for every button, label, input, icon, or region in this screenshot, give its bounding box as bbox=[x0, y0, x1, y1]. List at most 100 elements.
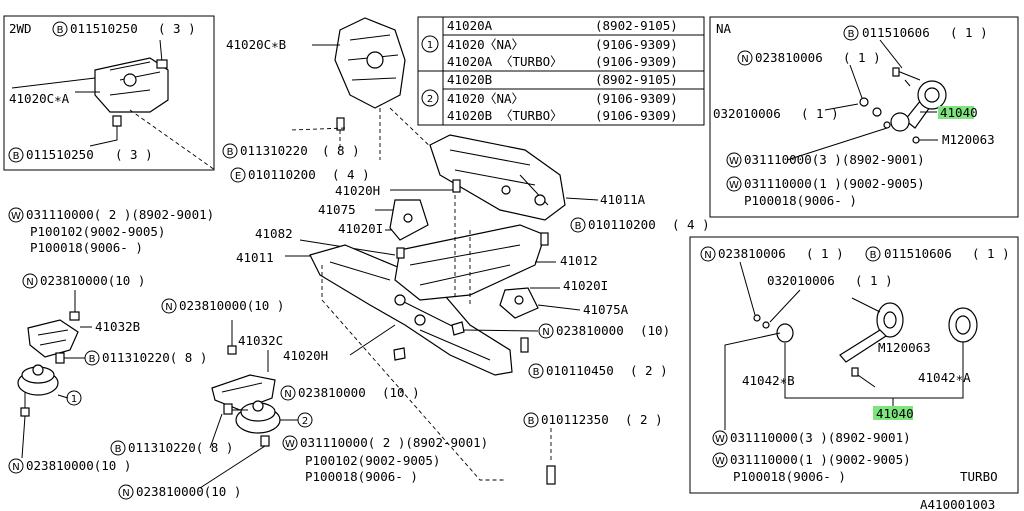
box-na-title: NA bbox=[716, 21, 732, 36]
svg-text:41020: 41020 bbox=[447, 91, 485, 106]
na-washer-code: 032010006 bbox=[713, 106, 781, 121]
left-w-mid: 031110000( 2 )(8902-9001) bbox=[300, 435, 488, 450]
label-41075: 41075 bbox=[318, 202, 356, 217]
box-turbo: N 023810006 ( 1 ) B 011510606 ( 1 ) 0320… bbox=[689, 236, 1019, 494]
left-41032B: 41032B bbox=[95, 319, 140, 334]
svg-text:B: B bbox=[533, 367, 540, 378]
svg-text:N: N bbox=[12, 462, 19, 473]
label-41082: 41082 bbox=[255, 226, 293, 241]
svg-text:〈TURBO〉: 〈TURBO〉 bbox=[500, 108, 563, 123]
turbo-washer-code: 032010006 bbox=[767, 273, 835, 288]
left-n-mid2: 023810000(10 ) bbox=[136, 484, 241, 499]
turbo-n-qty: ( 1 ) bbox=[806, 246, 844, 261]
label-b-010112350: 010112350 bbox=[541, 412, 609, 427]
svg-text:N: N bbox=[741, 54, 748, 65]
na-w1: 031110000(3 )(8902-9001) bbox=[744, 152, 925, 167]
label-b-010110200-right: 010110200 bbox=[588, 217, 656, 232]
figure-ref: A410001003 bbox=[920, 497, 995, 511]
svg-text:N: N bbox=[165, 302, 172, 313]
svg-text:〈TURBO〉: 〈TURBO〉 bbox=[500, 54, 563, 69]
svg-text:(8902-9105): (8902-9105) bbox=[595, 72, 678, 87]
label-41020C-B: 41020C∗B bbox=[226, 37, 286, 52]
label-b-011310220: 011310220 bbox=[240, 143, 308, 158]
turbo-tag: TURBO bbox=[960, 469, 998, 484]
turbo-b-qty: ( 1 ) bbox=[972, 246, 1010, 261]
svg-text:41020A: 41020A bbox=[447, 54, 493, 69]
left-p3: P100102(9002-9005) bbox=[305, 453, 440, 468]
label-n-center-qty: (10 ) bbox=[382, 385, 420, 400]
box-2wd: 2WD B 011510250 ( 3 ) 41020C∗A B 0115102… bbox=[3, 15, 216, 171]
na-washer-qty: ( 1 ) bbox=[801, 106, 839, 121]
svg-text:(8902-9105): (8902-9105) bbox=[595, 18, 678, 33]
left-mounts: W 031110000( 2 )(8902-9001) P100102(9002… bbox=[8, 207, 488, 500]
turbo-highlight-part: 41040 bbox=[876, 406, 914, 421]
svg-text:W: W bbox=[729, 156, 739, 167]
label-41075A: 41075A bbox=[583, 302, 629, 317]
na-p: P100018(9006- ) bbox=[744, 193, 857, 208]
label-b-010110450: 010110450 bbox=[546, 363, 614, 378]
left-n-top: 023810000(10 ) bbox=[40, 273, 145, 288]
na-b-code: 011510606 bbox=[862, 25, 930, 40]
label-b-011310220-qty: ( 8 ) bbox=[322, 143, 360, 158]
variant-table: 1 2 41020A (8902-9105) 41020 〈NA〉 (9106-… bbox=[417, 16, 705, 126]
left-group2: 2 bbox=[302, 416, 308, 427]
na-w2: 031110000(1 )(9002-9005) bbox=[744, 176, 925, 191]
na-m-code: M120063 bbox=[942, 132, 995, 147]
box-2wd-title: 2WD bbox=[9, 21, 32, 36]
table-row: 41020A 〈TURBO〉 (9106-9309) bbox=[447, 54, 678, 69]
bolt2-code-2wd: 011510250 bbox=[26, 147, 94, 162]
svg-text:41020A: 41020A bbox=[447, 18, 493, 33]
left-p4: P100018(9006- ) bbox=[305, 469, 418, 484]
table-row: 41020 〈NA〉 (9106-9309) bbox=[447, 91, 678, 106]
table-row: 41020B (8902-9105) bbox=[447, 72, 678, 87]
label-41011: 41011 bbox=[236, 250, 274, 265]
turbo-b-code: 011510606 bbox=[884, 246, 952, 261]
part-41020C-A: 41020C∗A bbox=[9, 91, 70, 106]
svg-text:N: N bbox=[26, 277, 33, 288]
label-e-010110200-qty: ( 4 ) bbox=[332, 167, 370, 182]
svg-text:N: N bbox=[284, 389, 291, 400]
svg-text:B: B bbox=[89, 354, 96, 365]
label-b-010110200-right-qty: ( 4 ) bbox=[672, 217, 710, 232]
svg-text:B: B bbox=[575, 221, 582, 232]
left-b-mid: 011310220( 8 ) bbox=[128, 440, 233, 455]
label-e-010110200: 010110200 bbox=[248, 167, 316, 182]
label-n-right: 023810000 bbox=[556, 323, 624, 338]
turbo-n-code: 023810006 bbox=[718, 246, 786, 261]
label-n-center: 023810000 bbox=[298, 385, 366, 400]
left-group1: 1 bbox=[71, 394, 77, 405]
label-b-010110450-qty: ( 2 ) bbox=[630, 363, 668, 378]
na-n-qty: ( 1 ) bbox=[843, 50, 881, 65]
label-41011A: 41011A bbox=[600, 192, 646, 207]
turbo-w1: 031110000(3 )(8902-9001) bbox=[730, 430, 911, 445]
svg-text:E: E bbox=[235, 171, 241, 182]
label-b-010112350-qty: ( 2 ) bbox=[625, 412, 663, 427]
svg-text:(9106-9309): (9106-9309) bbox=[595, 91, 678, 106]
na-b-qty: ( 1 ) bbox=[950, 25, 988, 40]
svg-text:N: N bbox=[122, 488, 129, 499]
na-highlight bbox=[938, 106, 974, 119]
svg-text:〈NA〉: 〈NA〉 bbox=[484, 37, 524, 52]
turbo-w2: 031110000(1 )(9002-9005) bbox=[730, 452, 911, 467]
left-p1: P100102(9002-9005) bbox=[30, 224, 165, 239]
svg-text:W: W bbox=[715, 434, 725, 445]
svg-text:(9106-9309): (9106-9309) bbox=[595, 108, 678, 123]
label-41020H-top: 41020H bbox=[335, 183, 380, 198]
svg-text:B: B bbox=[57, 25, 64, 36]
svg-text:B: B bbox=[13, 151, 20, 162]
svg-text:W: W bbox=[715, 456, 725, 467]
label-41012: 41012 bbox=[560, 253, 598, 268]
svg-text:N: N bbox=[542, 327, 549, 338]
left-n-mid: 023810000(10 ) bbox=[179, 298, 284, 313]
turbo-m-code: M120063 bbox=[878, 340, 931, 355]
table-row: 41020 〈NA〉 (9106-9309) bbox=[447, 37, 678, 52]
table-row: 41020A (8902-9105) bbox=[447, 18, 678, 33]
svg-text:N: N bbox=[704, 250, 711, 261]
svg-text:(9106-9309): (9106-9309) bbox=[595, 54, 678, 69]
svg-text:B: B bbox=[528, 416, 535, 427]
left-41032C: 41032C bbox=[238, 333, 283, 348]
svg-text:B: B bbox=[227, 147, 234, 158]
turbo-washer-qty: ( 1 ) bbox=[855, 273, 893, 288]
label-n-right-qty: (10) bbox=[640, 323, 670, 338]
turbo-right-part: 41042∗A bbox=[918, 370, 971, 385]
